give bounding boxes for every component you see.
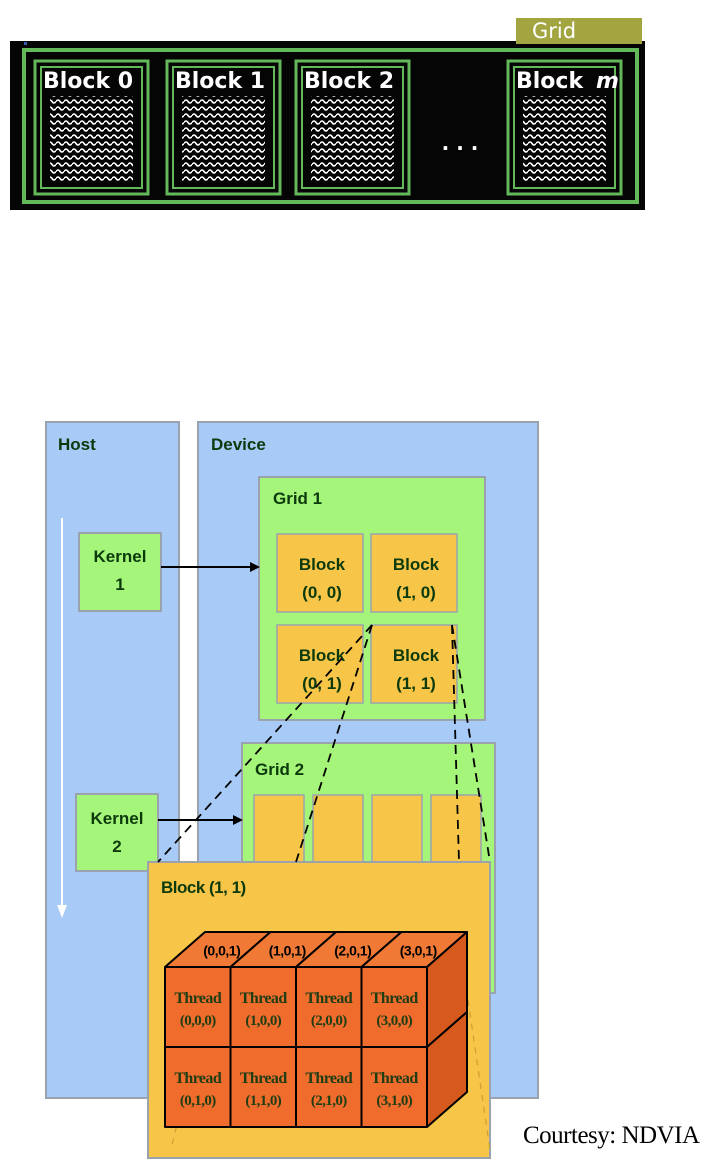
thread-word: Thread [371,1070,418,1087]
top-grid-block-label: Block [516,69,584,94]
thread-word: Thread [305,1070,352,1087]
kernel-1-label-line1: Kernel [94,547,147,566]
thread-coords: (0,1,0) [180,1093,216,1109]
thread-cell [295,966,363,1048]
thread-word: Thread [174,990,221,1007]
grid-1-block-label: Block [299,555,346,574]
grid-1-label: Grid 1 [273,489,322,508]
grid-1-block: Block (0, 1) [276,624,364,704]
thread-word: Thread [174,1070,221,1087]
thread-cell [229,966,297,1048]
top-grid-block-var: m [596,69,619,94]
grid-1-block-coords: (1, 0) [396,583,436,602]
grid-1-block-coords: (0, 1) [302,674,342,693]
thread-cell [164,966,232,1048]
thread-top-label: (1,0,1) [269,943,306,959]
top-grid-block: Block 2 [294,59,411,196]
top-grid-frame [22,48,639,204]
grid-1-block: Block (1, 1) [370,624,458,704]
kernel-1-label-line2: 1 [115,575,124,594]
thread-coords: (2,1,0) [311,1093,347,1109]
thread-coords: (0,0,0) [180,1013,216,1029]
top-grid-label: Grid [532,19,576,43]
device-label: Device [211,435,266,454]
grid-1-block-coords: (1, 1) [396,674,436,693]
thread-cell [164,1046,232,1128]
grid-1-block-label: Block [393,555,440,574]
thread-coords: (3,0,0) [376,1013,412,1029]
top-grid-block-label: Block 1 [175,69,265,94]
thread-top-label: (3,0,1) [400,943,437,959]
thread-word: Thread [305,990,352,1007]
thread-cube: (0,0,1) (1,0,1) (2,0,1) (3,0,1) Thread (0,0,0… [164,931,468,1128]
kernel-2-label-line1: Kernel [91,809,144,828]
grid-1-block-coords: (0, 0) [302,583,342,602]
kernel-2-box [75,793,159,872]
host-label: Host [58,435,96,454]
thread-top-label: (0,0,1) [203,943,240,959]
grid-1-block-label: Block [299,646,346,665]
grid-2-label: Grid 2 [255,760,304,779]
zoom-lines [157,624,491,863]
thread-top-label: (2,0,1) [334,943,371,959]
top-grid-ellipsis: . . . [442,131,479,155]
thread-coords: (2,0,0) [311,1013,347,1029]
grid-1-block-label: Block [393,646,440,665]
kernel-2-label-line2: 2 [112,837,121,856]
courtesy-caption: Courtesy: NDVIA [523,1122,700,1149]
top-grid-block-label: Block 0 [43,69,133,94]
top-grid-panel: Grid Block 0 Block 1 Block 2 Block m . . . [10,18,645,210]
thread-word: Thread [371,990,418,1007]
kernel-1-box [78,532,162,612]
grid-1-block: Block (1, 0) [370,533,458,613]
thread-coords: (3,1,0) [376,1093,412,1109]
top-grid-block: Block 0 [33,59,150,196]
block-detail-label: Block (1, 1) [161,878,246,897]
grid-1-block: Block (0, 0) [276,533,364,613]
top-grid-label-bg [516,18,642,44]
thread-word: Thread [240,1070,287,1087]
thread-side-face [426,1011,468,1128]
thread-cell [229,1046,297,1128]
top-grid-block-label: Block 2 [304,69,394,94]
thread-word: Thread [240,990,287,1007]
top-grid-block: Block 1 [165,59,282,196]
thread-cell [295,1046,363,1128]
thread-coords: (1,0,0) [245,1013,281,1029]
top-grid-block: Block m [506,59,623,196]
thread-cell [360,1046,428,1128]
thread-cell [360,966,428,1048]
thread-coords: (1,1,0) [245,1093,281,1109]
